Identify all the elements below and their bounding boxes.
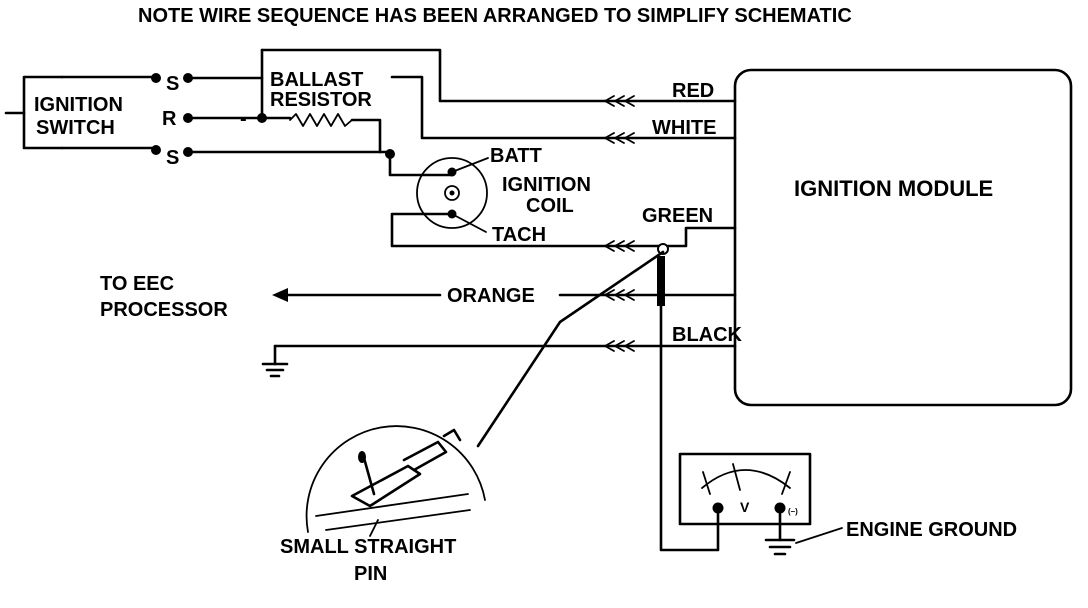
switch-wiring: - (186, 48, 737, 159)
eec-label-line1: TO EEC (100, 273, 174, 295)
pin-label-line1: SMALL STRAIGHT (280, 536, 456, 558)
coil-label-line1: IGNITION (502, 174, 591, 196)
connector-chevrons (604, 95, 635, 352)
wire-insulation (315, 493, 471, 531)
coil-body (416, 157, 488, 229)
switch-terminal-s-top (151, 73, 161, 83)
probe-clip (657, 256, 665, 306)
pin-leader (369, 519, 379, 537)
ballast-resistor: BALLAST RESISTOR (270, 69, 382, 154)
detail-circle (305, 425, 486, 533)
meter-needle (732, 463, 741, 491)
pin-label-line2: PIN (354, 563, 387, 585)
terminal-r-label: R (162, 108, 177, 130)
voltmeter-probe (476, 250, 720, 552)
batt-leader (451, 157, 489, 173)
engine-ground-icon (764, 538, 796, 556)
ballast-label-line1: BALLAST (270, 69, 363, 91)
clip-tip (442, 428, 462, 442)
eec-arrow (272, 288, 288, 302)
pin-head (358, 451, 366, 463)
clip-jaw (402, 440, 448, 472)
eec-label-line2: PROCESSOR (100, 299, 228, 321)
module-label: IGNITION MODULE (794, 176, 993, 201)
ignition-coil: BATT IGNITION COIL TACH (388, 145, 662, 248)
ignition-switch: IGNITION SWITCH S R S (4, 73, 193, 169)
ignition-switch-label-line1: IGNITION (34, 94, 123, 116)
white-wire (390, 75, 737, 140)
black-label: BLACK (672, 324, 743, 346)
switch-terminal-s-bottom (151, 145, 161, 155)
pin-detail: SMALL STRAIGHT PIN (280, 425, 486, 585)
ignition-switch-label-line2: SWITCH (36, 117, 115, 139)
tach-leader (451, 213, 487, 233)
r-junction-dash: - (240, 108, 247, 130)
green-connector (604, 240, 635, 252)
meter-v-label: V (740, 499, 750, 515)
meter-scale-arc (701, 469, 791, 489)
voltmeter: V (–) ENGINE GROUND (678, 452, 1017, 556)
green-label: GREEN (642, 205, 713, 227)
resistor-output-wire (350, 118, 382, 154)
terminal-s-top-label: S (166, 73, 179, 95)
green-wire-group (657, 226, 737, 255)
orange-label: ORANGE (447, 285, 535, 307)
r-junction (257, 113, 267, 123)
module-wire-labels: RED WHITE GREEN ORANGE BLACK (447, 80, 743, 346)
meter-positive-terminal (712, 502, 724, 514)
tach-label: TACH (492, 224, 546, 246)
batt-label: BATT (490, 145, 542, 167)
orange-wire-group: TO EEC PROCESSOR (100, 273, 737, 321)
schematic-note: NOTE WIRE SEQUENCE HAS BEEN ARRANGED TO … (138, 5, 852, 27)
terminal-s-bottom-label: S (166, 147, 179, 169)
red-label: RED (672, 80, 714, 102)
engine-ground-label: ENGINE GROUND (846, 519, 1017, 541)
pin-lead (476, 250, 665, 448)
meter-body (678, 452, 812, 526)
black-wire-group (261, 344, 737, 378)
ignition-module: IGNITION MODULE (733, 68, 1073, 407)
meter-minus-label: (–) (788, 507, 798, 516)
red-connector (604, 95, 635, 107)
coil-center-terminal (444, 185, 460, 201)
ballast-label-line2: RESISTOR (270, 89, 372, 111)
coil-batt-wire (388, 152, 454, 177)
meter-positive-lead (659, 304, 720, 552)
red-wire (260, 48, 737, 103)
straight-pin-icon (362, 456, 376, 496)
tach-wire (390, 212, 662, 248)
resistor-zigzag (289, 113, 353, 127)
engine-ground-leader (795, 527, 843, 544)
white-connector (604, 132, 635, 144)
meter-scale-edges (702, 471, 791, 495)
coil-label-line2: COIL (526, 195, 574, 217)
green-wire (666, 226, 737, 248)
ground-symbol-icon (261, 362, 289, 378)
white-label: WHITE (652, 117, 716, 139)
alligator-clip-icon (350, 464, 422, 508)
green-probe-point (657, 243, 669, 255)
module-box (733, 68, 1073, 407)
